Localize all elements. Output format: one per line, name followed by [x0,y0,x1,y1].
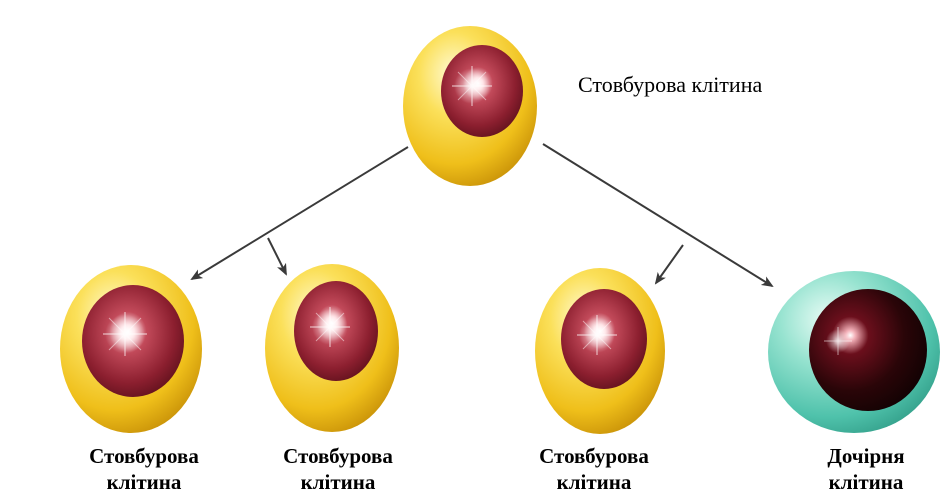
child-2-label-line2: клітина [258,470,418,496]
child-2-sparkle [310,307,350,347]
daughter-nucleus [809,289,927,411]
child-2-label: Стовбурова клітина [258,444,418,495]
child-2-label-line1: Стовбурова [258,444,418,470]
parent-stem-cell [403,26,537,186]
daughter-label-line2: клітина [786,470,944,496]
child-1-label-line2: клітина [64,470,224,496]
daughter-cell [768,271,940,433]
arrow-branch-left-child-2 [268,238,286,274]
child-3-label: Стовбурова клітина [514,444,674,495]
child-3-label-line1: Стовбурова [514,444,674,470]
arrow-branch-right-child-3 [656,245,683,283]
child-1-label-line1: Стовбурова [64,444,224,470]
child-stem-cell-1 [60,265,202,433]
child-3-sparkle [577,315,617,355]
child-stem-cell-3 [535,268,665,434]
parent-sparkle [452,66,492,106]
daughter-cell-label: Дочірня клітина [786,444,944,495]
child-stem-cell-2 [265,264,399,432]
arrow-to-branch-left [192,147,408,279]
daughter-label-line1: Дочірня [786,444,944,470]
parent-cell-label: Стовбурова клітина [578,72,762,98]
child-1-sparkle [103,312,147,356]
arrow-to-branch-right [543,144,772,286]
child-3-label-line2: клітина [514,470,674,496]
child-1-label: Стовбурова клітина [64,444,224,495]
